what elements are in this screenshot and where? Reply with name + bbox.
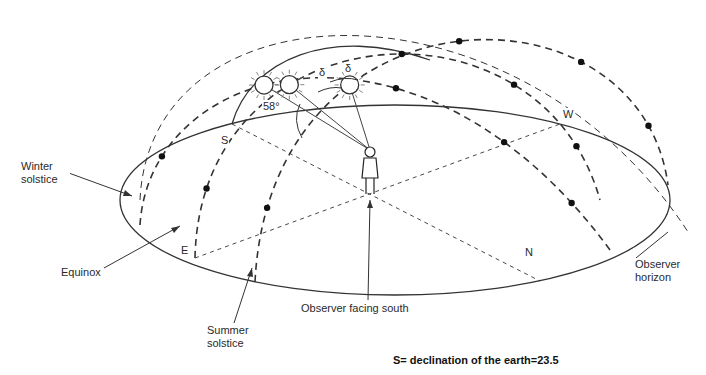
equinox-sun-path: [195, 54, 600, 258]
hour-dot: [645, 123, 651, 129]
sun-ray: [264, 85, 370, 150]
outer-dome: [140, 36, 690, 235]
horizon-label: Observer horizon: [634, 258, 700, 283]
solstice-label: Summer solstice: [206, 324, 264, 349]
observer-label: Observer facing south: [300, 302, 410, 315]
hour-dot: [393, 85, 399, 91]
east-west-line: [195, 124, 560, 258]
sun-ray: [289, 85, 370, 150]
meridian-arc: [232, 46, 430, 124]
cardinal-point: N: [524, 246, 534, 259]
summer-sun-path: [255, 40, 668, 282]
hour-dot: [511, 81, 517, 87]
hour-dot: [456, 38, 462, 44]
hour-dot: [203, 185, 209, 191]
sun-ray: [350, 85, 370, 150]
angle-label: 58°: [262, 100, 281, 113]
equinox-label: Equinox: [60, 266, 102, 279]
hour-dot: [264, 205, 270, 211]
cardinal-point: W: [562, 108, 574, 121]
observer-horizon: [120, 105, 670, 295]
hour-dot: [568, 200, 574, 206]
angle-marks: [296, 78, 358, 138]
caption: S= declination of the earth=23.5: [392, 354, 560, 367]
cardinal-point: E: [180, 244, 189, 257]
angle-label: δ: [344, 62, 352, 75]
cardinal-point: S: [220, 134, 229, 147]
south-north-line: [232, 124, 540, 281]
hour-dot: [159, 153, 165, 159]
hour-dot: [398, 51, 404, 57]
leader-lines: [66, 172, 668, 323]
hour-dot: [578, 59, 584, 65]
solstice-label: Winter solstice: [20, 160, 70, 185]
sun-symbol: [249, 70, 279, 100]
hour-dot: [501, 139, 507, 145]
arrow-heads: [123, 190, 373, 277]
sun-symbol: [274, 70, 304, 100]
angle-label: δ: [318, 66, 326, 79]
observer-figure: [362, 147, 378, 194]
hour-dot: [573, 143, 579, 149]
